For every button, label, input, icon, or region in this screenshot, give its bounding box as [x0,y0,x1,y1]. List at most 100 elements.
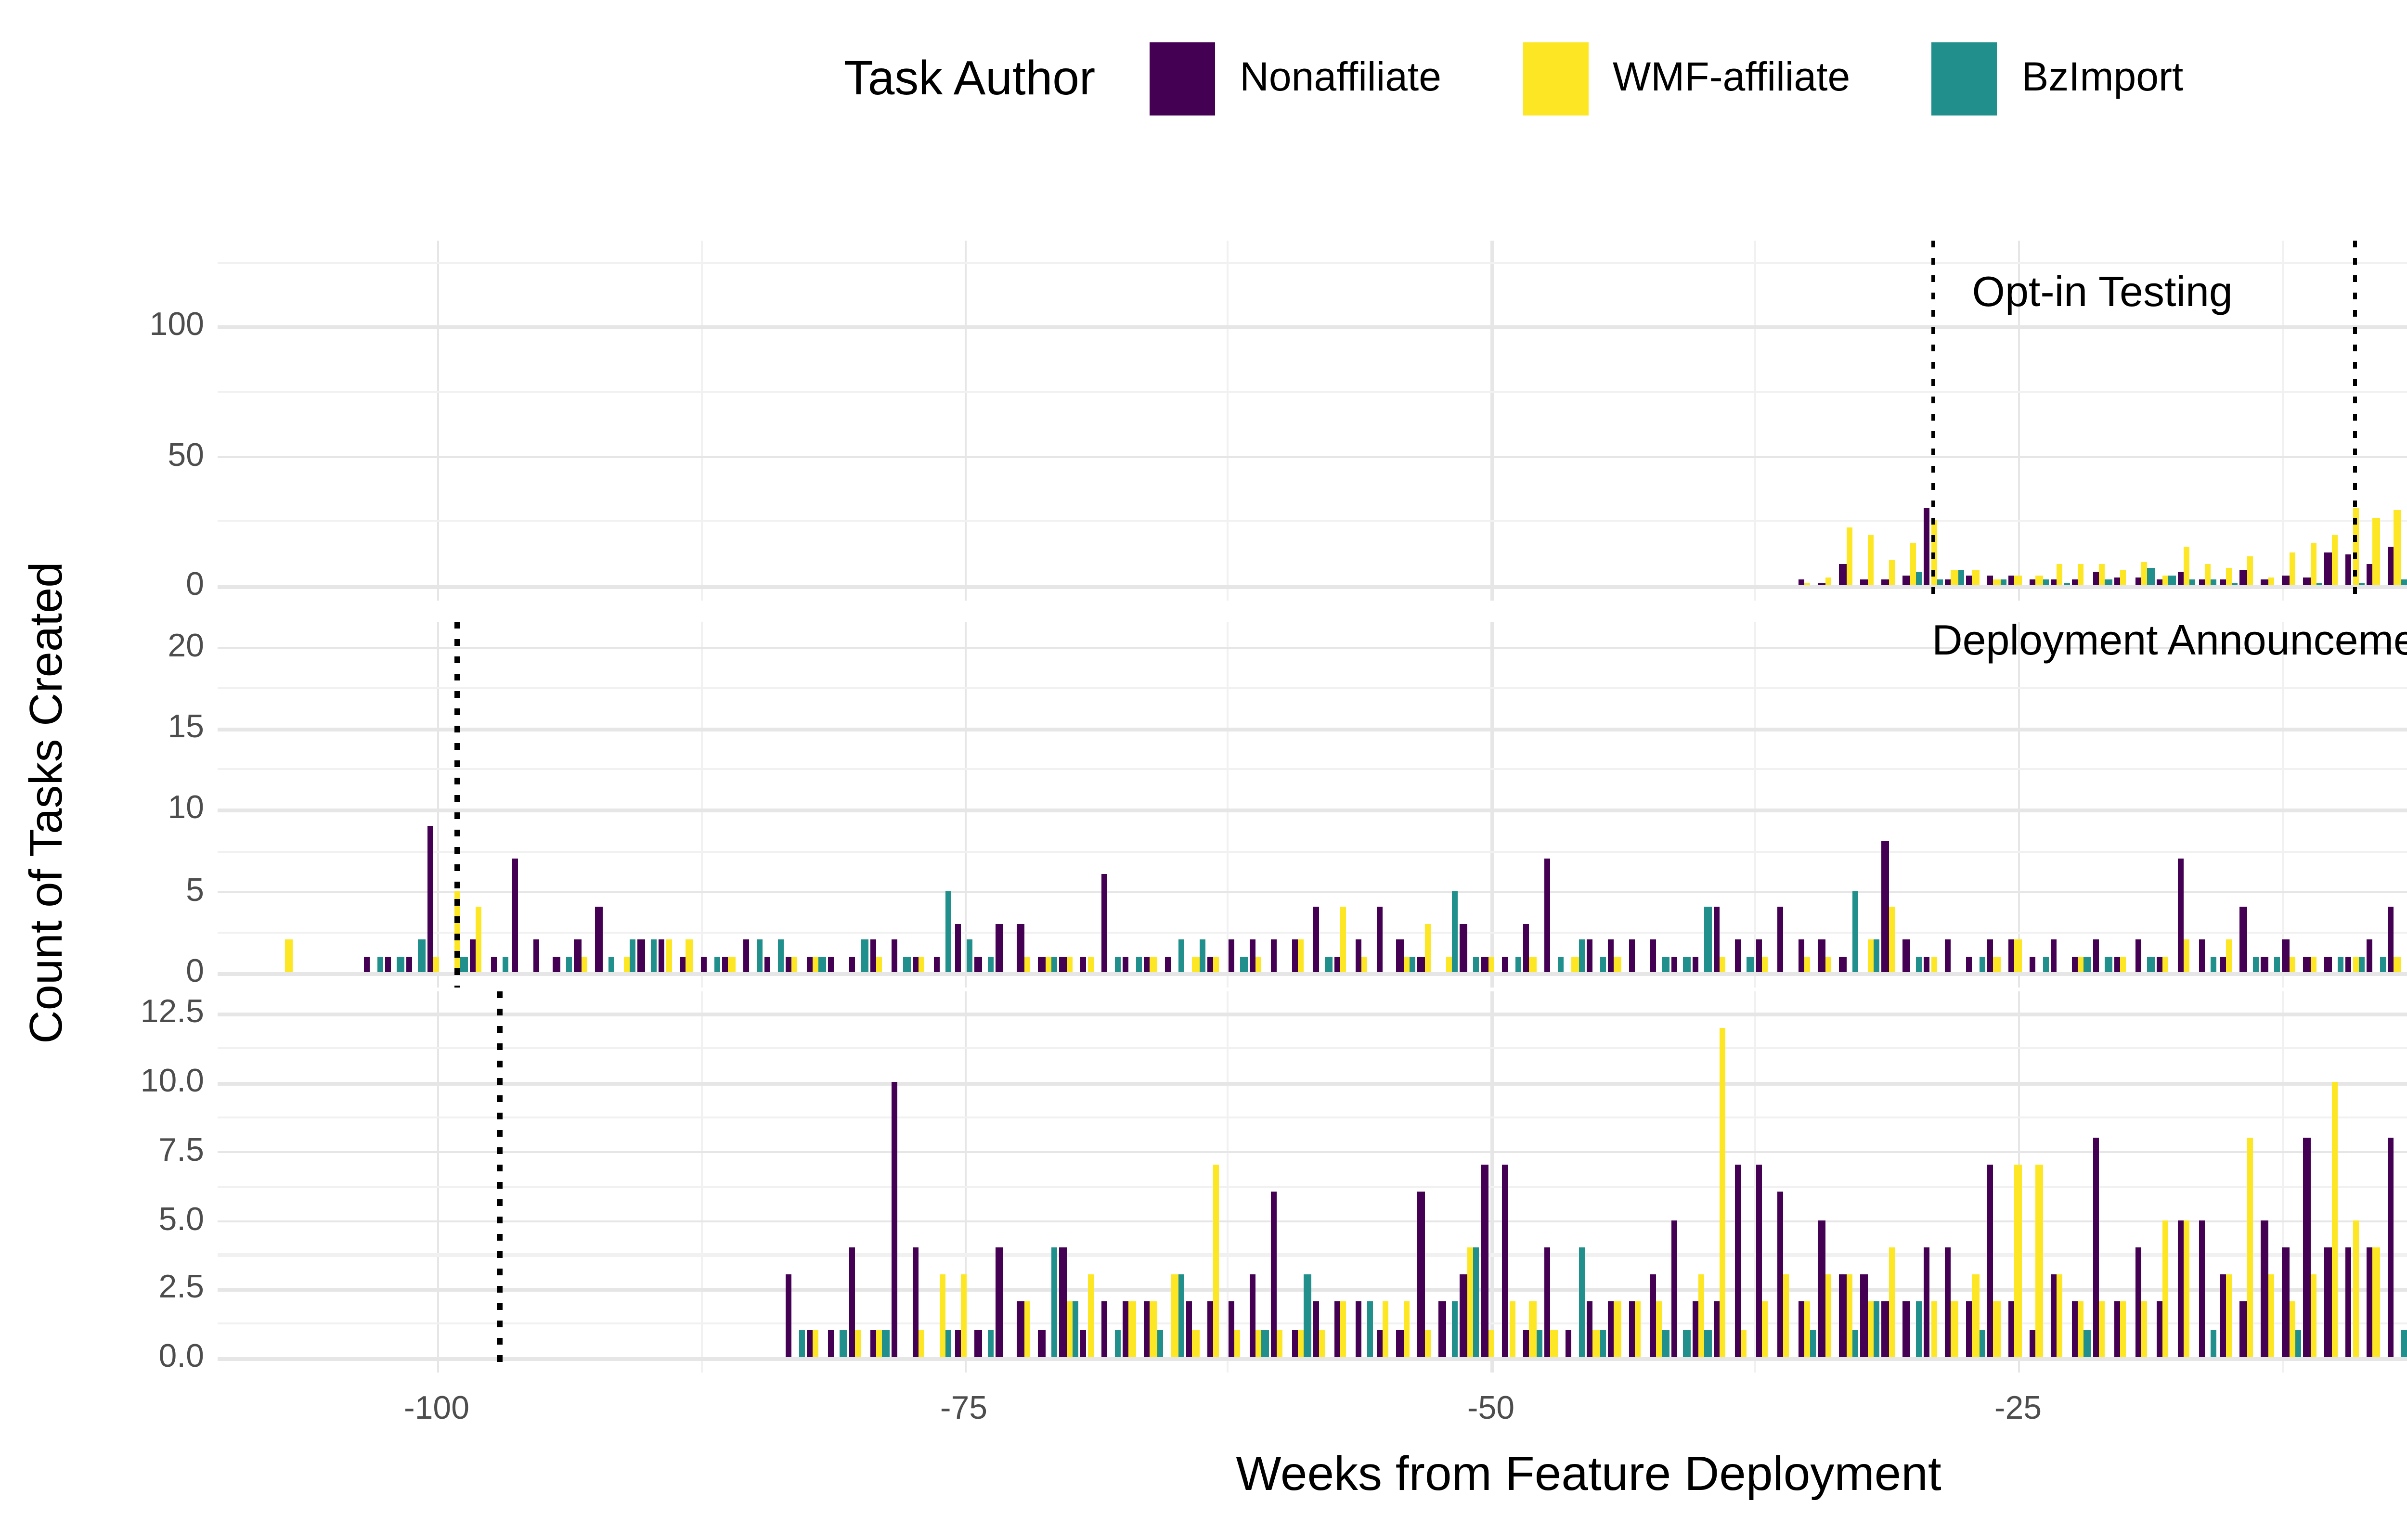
bar-nonaffiliate [1355,1302,1361,1357]
bar-wmf-affiliate [285,939,292,972]
bar-wmf-affiliate [1614,956,1621,972]
bar-nonaffiliate [638,939,645,972]
bar-bzimport [1915,1302,1922,1357]
bar-nonaffiliate [1839,1274,1846,1357]
bar-wmf-affiliate [2057,1274,2063,1357]
bar-bzimport [1683,1329,1690,1357]
bar-nonaffiliate [1101,874,1108,972]
bar-wmf-affiliate [1529,956,1536,972]
bar-wmf-affiliate [1023,1302,1030,1357]
bar-wmf-affiliate [1867,536,1874,585]
bar-nonaffiliate [1502,1165,1509,1357]
bar-nonaffiliate [954,923,961,972]
bar-wmf-affiliate [1045,956,1051,972]
bar-nonaffiliate [1818,582,1825,585]
y-tick-label: 100 [149,307,205,344]
bar-wmf-affiliate [2352,956,2359,972]
bar-wmf-affiliate [813,956,819,972]
bar-wmf-affiliate [1720,956,1726,972]
bar-wmf-affiliate [1382,1302,1389,1357]
bar-bzimport [861,939,868,972]
bar-nonaffiliate [1924,507,1930,585]
bar-wmf-affiliate [1930,1302,1937,1357]
bar-bzimport [1747,956,1754,972]
bar-bzimport [798,1329,805,1357]
y-tick-label: 12.5 [140,994,204,1031]
bar-nonaffiliate [1228,939,1235,972]
x-minor-gridline [1227,622,1229,988]
bar-wmf-affiliate [1930,956,1937,972]
y-tick-label: 2.5 [158,1269,204,1306]
bar-bzimport [1852,1329,1859,1357]
bar-wmf-affiliate [1761,956,1768,972]
x-major-gridline [1491,991,1494,1373]
bar-wmf-affiliate [1298,939,1305,972]
bar-wmf-affiliate [2162,575,2169,585]
bar-nonaffiliate [1249,939,1256,972]
legend-title: Task Author [843,51,1096,105]
bar-nonaffiliate [1460,1274,1467,1357]
bar-bzimport [2169,575,2175,585]
bar-nonaffiliate [1397,939,1403,972]
bar-wmf-affiliate [1488,956,1494,972]
bar-wmf-affiliate [1255,956,1262,972]
bar-wmf-affiliate [1804,956,1811,972]
bar-wmf-affiliate [1951,569,1958,585]
bar-nonaffiliate [1629,1302,1635,1357]
bar-bzimport [1557,956,1564,972]
bar-wmf-affiliate [2247,556,2253,585]
bar-nonaffiliate [2071,956,2078,972]
bar-nonaffiliate [574,939,581,972]
annotation-label: Opt-in Testing [1972,268,2233,316]
bar-wmf-affiliate [1972,569,1979,585]
bar-nonaffiliate [1650,939,1656,972]
annotation-label: Deployment Announcement [1932,622,2407,664]
bar-wmf-affiliate [2310,1274,2316,1357]
bar-wmf-affiliate [1804,1302,1811,1357]
bar-wmf-affiliate [1361,956,1368,972]
bar-wmf-affiliate [2015,939,2021,972]
y-major-gridline [218,1357,2407,1360]
bar-nonaffiliate [1418,1192,1424,1357]
bar-wmf-affiliate [581,956,587,972]
y-minor-gridline [218,1116,2407,1119]
bar-nonaffiliate [385,956,391,972]
bar-nonaffiliate [2282,939,2289,972]
bar-bzimport [2042,956,2049,972]
bar-wmf-affiliate [1551,1329,1557,1357]
legend-item-label: Nonaffiliate [1240,56,1441,100]
bar-bzimport [988,956,995,972]
bar-wmf-affiliate [2120,569,2127,585]
bar-nonaffiliate [1481,1165,1488,1357]
bar-nonaffiliate [2135,939,2141,972]
bar-wmf-affiliate [2310,543,2316,585]
bar-nonaffiliate [2282,1247,2289,1357]
y-major-gridline [218,728,2407,731]
event-line-dotted [1931,241,1936,601]
bar-wmf-affiliate [1740,1329,1747,1357]
bar-wmf-affiliate [1825,956,1832,972]
bar-nonaffiliate [1523,923,1530,972]
bar-wmf-affiliate [1846,528,1852,585]
bar-wmf-affiliate [1087,956,1094,972]
bar-nonaffiliate [1080,1329,1087,1357]
bar-nonaffiliate [1713,1302,1720,1357]
bar-bzimport [1937,580,1943,585]
bar-wmf-affiliate [1698,1274,1705,1357]
bar-nonaffiliate [1650,1274,1656,1357]
legend-item-wmf-affiliate: WMF-affiliate [1522,42,1850,116]
bar-nonaffiliate [869,1329,876,1357]
bar-nonaffiliate [2135,577,2141,585]
bar-nonaffiliate [1544,1247,1551,1357]
bar-nonaffiliate [1123,956,1129,972]
bar-bzimport [1599,956,1606,972]
bar-nonaffiliate [680,956,686,972]
bar-nonaffiliate [2240,1302,2247,1357]
bar-nonaffiliate [1755,939,1762,972]
bar-wmf-affiliate [1888,1247,1895,1357]
bar-nonaffiliate [2198,939,2205,972]
bar-nonaffiliate [1607,1302,1614,1357]
bar-wmf-affiliate [1509,1302,1515,1357]
y-tick-label: 50 [168,436,204,473]
bar-nonaffiliate [2177,1219,2184,1357]
